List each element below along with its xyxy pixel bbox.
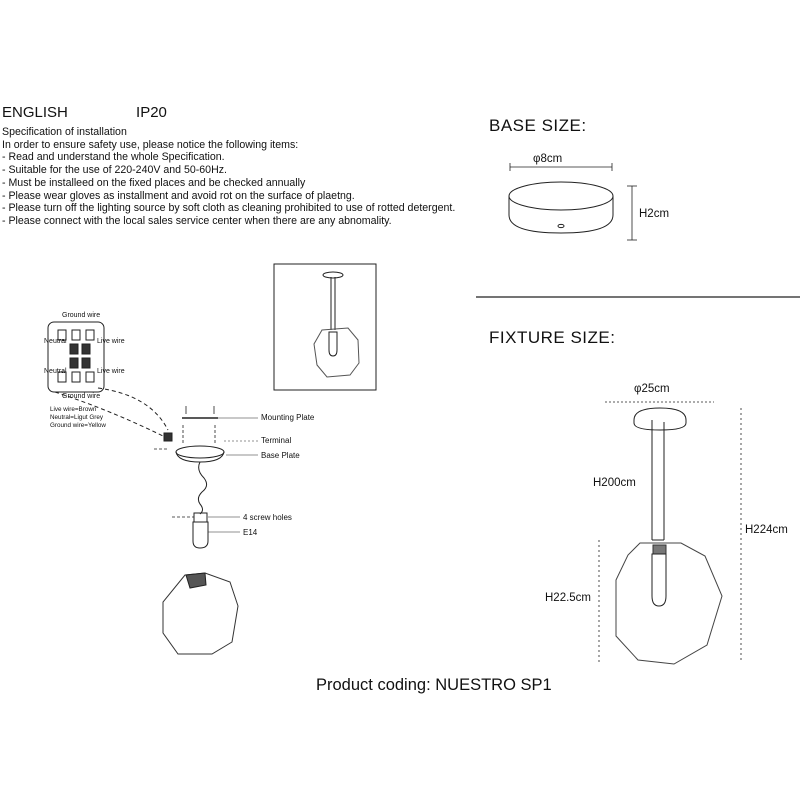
screw-holes-label: 4 screw holes bbox=[243, 513, 292, 522]
legend-item: Live wire=Brown bbox=[50, 406, 97, 413]
thumbnail-drawing bbox=[273, 263, 377, 391]
wire-color-legend: Live wire=Brown Neutral=Ligut Grey Groun… bbox=[50, 406, 106, 430]
live-wire-label: Live wire bbox=[97, 368, 125, 375]
spec-item: - Read and understand the whole Specific… bbox=[2, 151, 225, 164]
wiring-drawing bbox=[47, 321, 169, 437]
total-height: H224cm bbox=[745, 524, 788, 536]
spec-item: - Please wear gloves as installment and … bbox=[2, 189, 355, 202]
base-drawing bbox=[508, 163, 637, 241]
assembly-drawing bbox=[154, 406, 258, 655]
live-wire-label: Live wire bbox=[97, 338, 125, 345]
product-coding: Product coding: NUESTRO SP1 bbox=[316, 676, 552, 694]
spec-item: - Suitable for the use of 220-240V and 5… bbox=[2, 164, 227, 177]
spec-item: - Must be installeed on the fixed places… bbox=[2, 176, 306, 189]
ip-rating: IP20 bbox=[136, 104, 167, 121]
legend-item: Ground wire=Yellow bbox=[50, 422, 106, 429]
mounting-plate-label: Mounting Plate bbox=[261, 413, 315, 422]
fixture-diameter: φ25cm bbox=[634, 383, 670, 395]
spec-intro: In order to ensure safety use, please no… bbox=[2, 138, 299, 151]
shade-height: H22.5cm bbox=[545, 592, 592, 604]
base-height: H2cm bbox=[639, 208, 670, 220]
ground-wire-label: Ground wire bbox=[62, 312, 101, 319]
ground-wire-label: Ground wire bbox=[62, 393, 101, 400]
legend-item: Neutral=Ligut Grey bbox=[50, 414, 104, 421]
base-size-title: BASE SIZE: bbox=[489, 116, 587, 135]
base-diameter: φ8cm bbox=[533, 153, 563, 165]
fixture-drawing bbox=[598, 401, 742, 665]
spec-item: - Please turn off the lighting source by… bbox=[2, 202, 456, 215]
neutral-label: Neutral bbox=[44, 338, 67, 345]
installation-spec: Specification of installation In order t… bbox=[2, 126, 455, 228]
header: ENGLISH IP20 bbox=[2, 104, 167, 121]
rod-height: H200cm bbox=[593, 477, 636, 489]
fixture-size-title: FIXTURE SIZE: bbox=[489, 328, 616, 347]
spec-title: Specification of installation bbox=[2, 126, 127, 138]
base-plate-label: Base Plate bbox=[261, 451, 300, 460]
socket-label: E14 bbox=[243, 528, 258, 537]
language-label: ENGLISH bbox=[2, 104, 68, 121]
neutral-label: Neutral bbox=[44, 368, 67, 375]
spec-item: - Please connect with the local sales se… bbox=[2, 214, 392, 227]
terminal-label: Terminal bbox=[261, 436, 292, 445]
